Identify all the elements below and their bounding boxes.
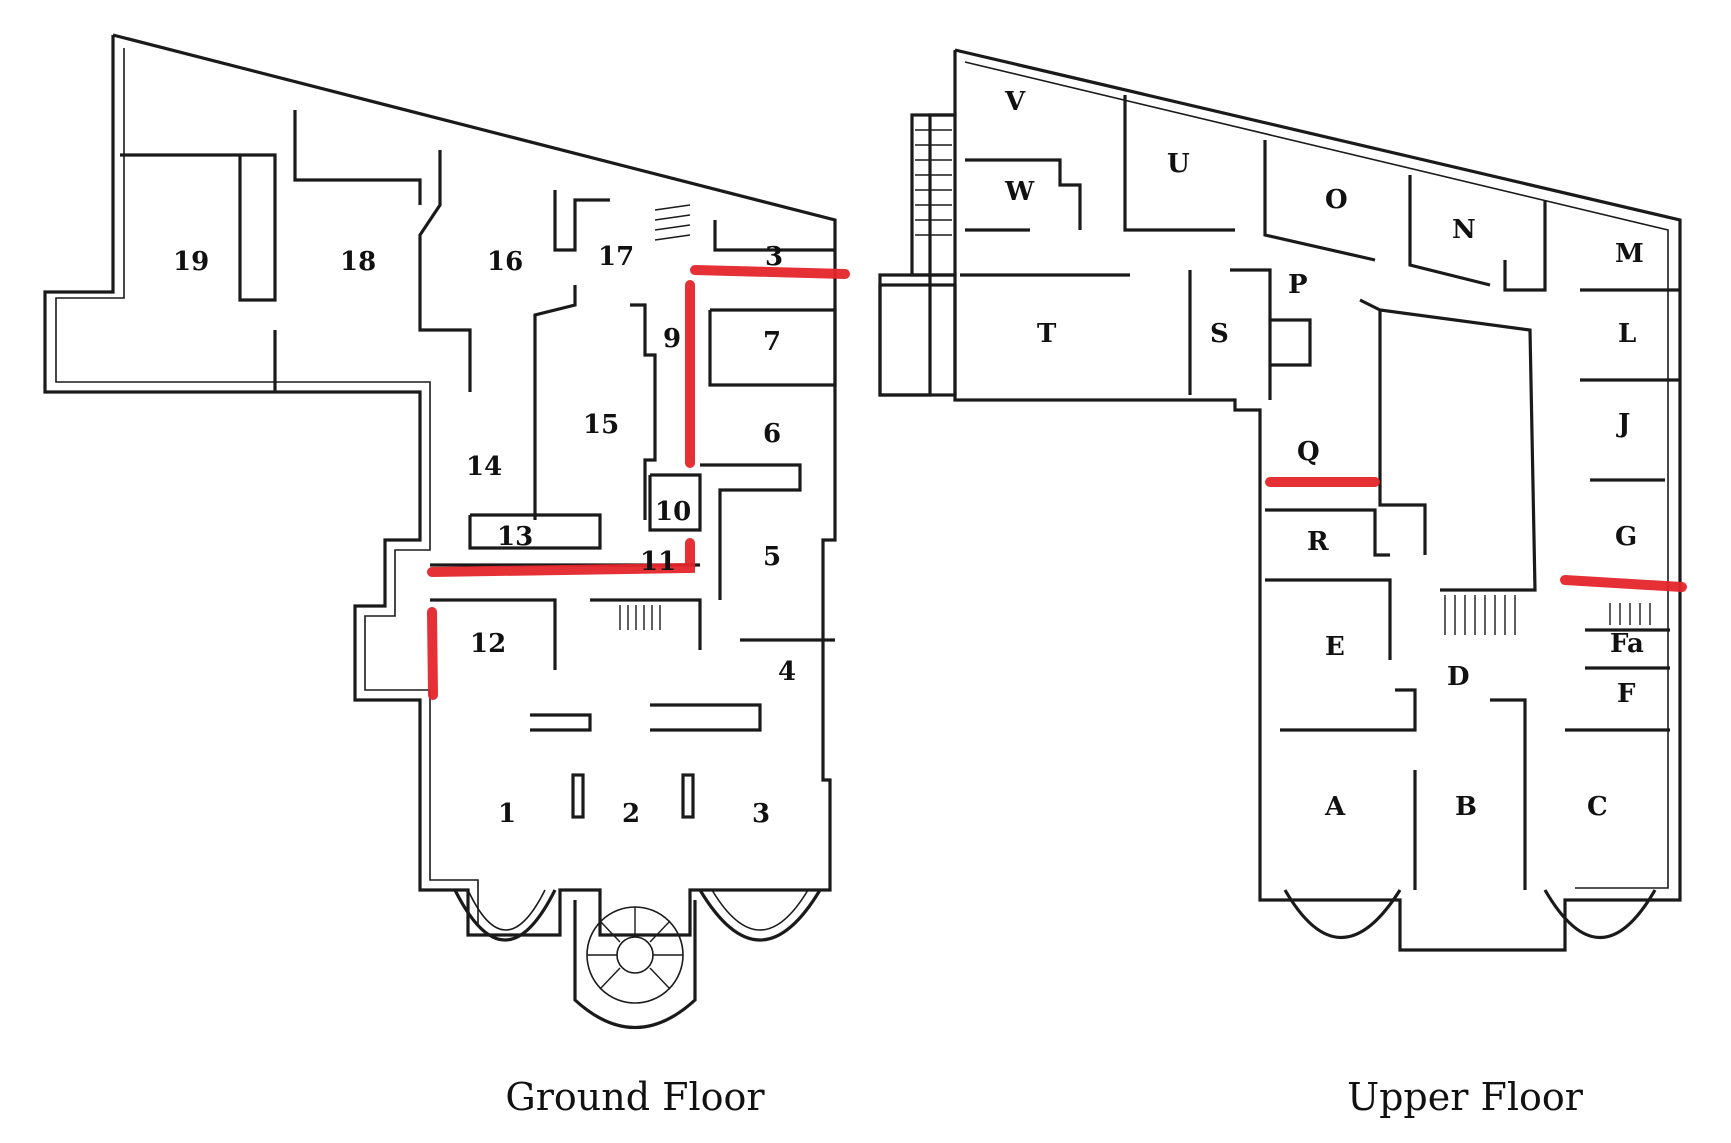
- spiral-stair-core: [616, 936, 654, 974]
- room-label-18: 18: [340, 247, 376, 277]
- room-label-U: U: [1167, 149, 1190, 179]
- wall-13: [468, 513, 602, 550]
- wall-10: [648, 473, 702, 532]
- room-label-16: 16: [487, 247, 523, 277]
- room-label-7: 7: [763, 327, 781, 357]
- spiral-stair-treads: [587, 907, 683, 990]
- wall-D-C: [1490, 698, 1527, 775]
- wall-courtyard-left: [1378, 310, 1427, 555]
- room-label-6: 6: [763, 419, 781, 449]
- wall-9: [630, 303, 657, 520]
- spiral-stair-enclosure: [573, 900, 697, 1029]
- room-label-Fa: Fa: [1610, 629, 1644, 659]
- highlight-ground-11: [427, 538, 695, 577]
- upper-left-annex: [878, 283, 957, 397]
- wall-courtyard: [1359, 298, 1537, 592]
- upper-stair-Fa: [1609, 603, 1651, 625]
- ground-outer-wall: [43, 33, 837, 937]
- room-label-D: D: [1447, 662, 1470, 692]
- room-label-5: 5: [763, 542, 781, 572]
- pier-2: [681, 773, 695, 819]
- wall-P-box: [1270, 318, 1312, 367]
- room-label-19: 19: [173, 247, 209, 277]
- room-label-15: 15: [583, 410, 619, 440]
- ground-floor-plan: 19 18 16 17 3 9 7 15 6 14 10 13 11 5 12 …: [43, 33, 850, 1119]
- ground-stair-17: [654, 204, 691, 241]
- ground-bay-right-inner: [711, 889, 809, 931]
- pier-1: [571, 773, 585, 819]
- room-label-J: J: [1616, 409, 1630, 439]
- wall-12: [430, 598, 557, 670]
- room-label-10: 10: [655, 497, 691, 527]
- wall-R-E: [1265, 578, 1392, 660]
- room-label-3-top: 3: [765, 242, 783, 272]
- room-label-M: M: [1615, 239, 1644, 269]
- upper-stair-D: [1444, 595, 1516, 635]
- upper-left-stairs: [915, 129, 952, 236]
- wall-16: [418, 150, 472, 392]
- room-label-S: S: [1210, 319, 1229, 349]
- room-label-14: 14: [466, 452, 502, 482]
- room-label-N: N: [1452, 215, 1476, 245]
- upper-floor-title: Upper Floor: [1347, 1075, 1584, 1119]
- room-label-2: 2: [622, 799, 640, 829]
- room-label-F: F: [1617, 679, 1636, 709]
- wall-19-18: [238, 153, 277, 302]
- wall-V-W: [965, 158, 1082, 230]
- wall-center-2: [650, 703, 762, 732]
- room-label-3-bottom: 3: [752, 799, 770, 829]
- room-label-1: 1: [498, 799, 516, 829]
- upper-outer-wall: [878, 48, 1682, 952]
- room-label-T: T: [1037, 319, 1057, 349]
- wall-U-O: [1263, 140, 1376, 262]
- ground-bay-left: [453, 889, 557, 942]
- room-label-4: 4: [778, 657, 796, 687]
- room-label-A: A: [1324, 792, 1346, 822]
- ground-stair-5: [619, 605, 661, 630]
- ground-bay-left-inner: [467, 889, 546, 931]
- wall-E-bottom: [1280, 688, 1417, 732]
- room-label-L: L: [1618, 319, 1636, 349]
- wall-center-1: [530, 713, 592, 732]
- highlight-upper-G: [1560, 575, 1687, 592]
- wall-O-N: [1408, 175, 1491, 287]
- room-label-C: C: [1587, 792, 1608, 822]
- upper-outer-wall-inner: [964, 61, 1669, 889]
- room-label-17: 17: [598, 242, 634, 272]
- room-label-9: 9: [663, 324, 681, 354]
- room-label-13: 13: [497, 522, 533, 552]
- room-label-O: O: [1325, 185, 1348, 215]
- room-label-B: B: [1455, 792, 1477, 822]
- room-label-11: 11: [640, 547, 676, 577]
- highlight-ground-top: [690, 265, 850, 279]
- upper-bay-left: [1283, 889, 1402, 940]
- room-label-12: 12: [470, 629, 506, 659]
- upper-floor-plan: V W U O N M P T S L J Q G R E Fa D F A B…: [878, 48, 1687, 1119]
- room-label-W: W: [1004, 177, 1035, 207]
- wall-18-16: [293, 110, 422, 205]
- wall-Q-R: [1265, 508, 1390, 557]
- wall-7: [708, 308, 837, 387]
- highlight-ground-12: [427, 607, 438, 700]
- wall-17-3: [713, 220, 835, 252]
- upper-left-stair-block: [910, 113, 957, 277]
- room-label-P: P: [1288, 270, 1308, 300]
- upper-bay-right: [1543, 889, 1657, 940]
- wall-15-left: [533, 285, 577, 520]
- wall-N-M: [1503, 200, 1547, 292]
- wall-stair-5: [590, 598, 702, 650]
- ground-floor-title: Ground Floor: [505, 1075, 765, 1119]
- wall-U: [1123, 95, 1235, 232]
- wall-S-P: [1230, 268, 1272, 400]
- room-label-Q: Q: [1297, 437, 1320, 467]
- ground-outer-wall-inner: [55, 48, 479, 925]
- room-label-R: R: [1307, 527, 1329, 557]
- room-label-V: V: [1004, 87, 1026, 117]
- ground-bay-right: [698, 889, 822, 942]
- room-label-G: G: [1615, 522, 1637, 552]
- room-label-E: E: [1325, 632, 1345, 662]
- wall-16-17: [553, 190, 610, 252]
- wall-6-5: [700, 463, 802, 600]
